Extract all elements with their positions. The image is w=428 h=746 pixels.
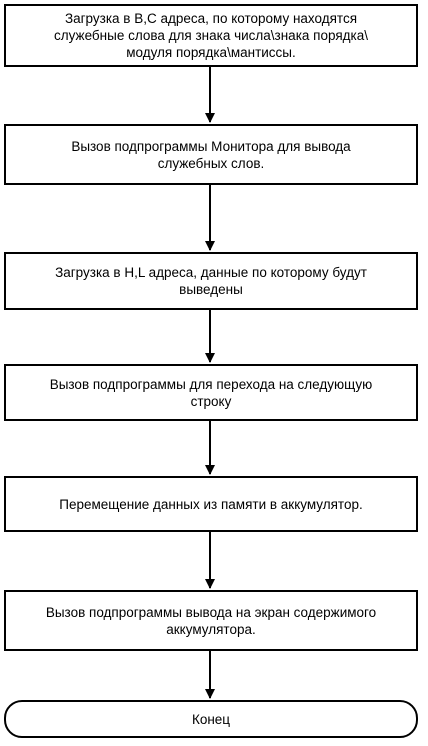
process-step-3: Загрузка в H,L адреса, данные по котором…	[4, 252, 418, 310]
end-terminator-text: Конец	[191, 711, 231, 727]
process-step-6: Вызов подпрограммы вывода на экран содер…	[4, 590, 418, 651]
process-step-1-text: Загрузка в B,C адреса, по которому наход…	[54, 11, 368, 60]
process-step-4-text: Вызов подпрограммы для перехода на следу…	[49, 376, 373, 409]
process-step-2: Вызов подпрограммы Монитора для вывода с…	[4, 124, 418, 185]
process-step-5-text: Перемещение данных из памяти в аккумулят…	[59, 496, 363, 512]
process-step-3-text: Загрузка в H,L адреса, данные по котором…	[55, 265, 367, 297]
process-step-6-text: Вызов подпрограммы вывода на экран содер…	[45, 604, 377, 637]
process-step-4: Вызов подпрограммы для перехода на следу…	[4, 364, 418, 421]
process-step-2-text: Вызов подпрограммы Монитора для вывода с…	[71, 138, 351, 171]
process-step-1: Загрузка в B,C адреса, по которому наход…	[4, 4, 418, 67]
process-step-5: Перемещение данных из памяти в аккумулят…	[4, 476, 418, 532]
end-terminator: Конец	[4, 700, 418, 738]
